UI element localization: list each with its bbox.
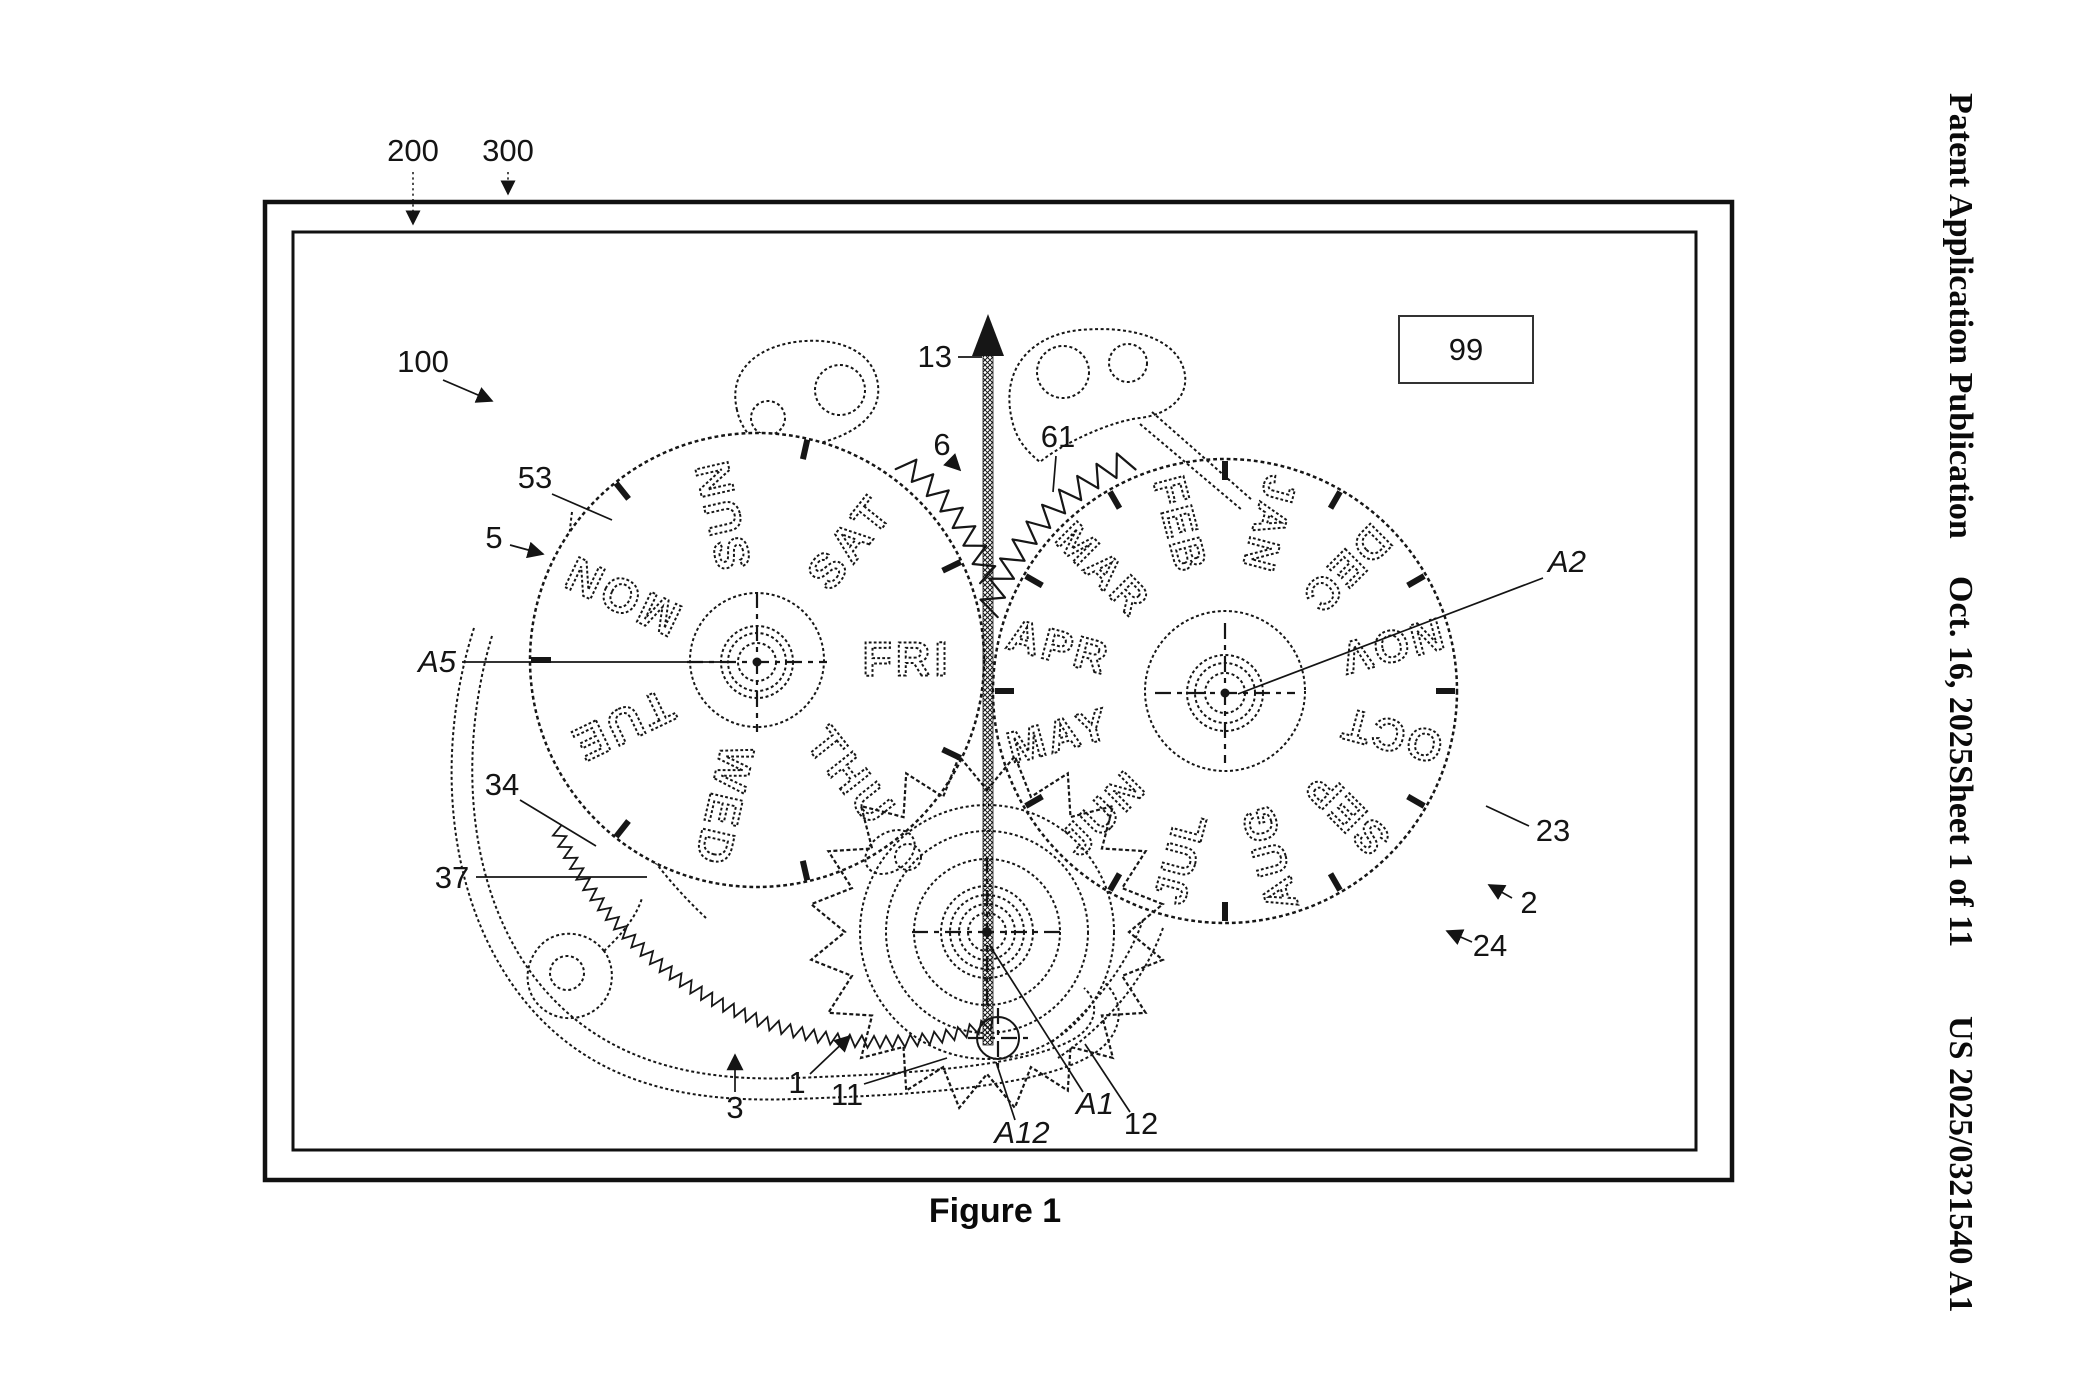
month-disc: JAN FEB MAR APR MAY JUN JUL AUG SEP OCT … (993, 459, 1457, 923)
ref-label-200: 200 (387, 133, 439, 168)
header-doc-number: US 2025/0321540 A1 (1942, 1016, 1979, 1313)
ref-label-100: 100 (397, 344, 449, 379)
publication-header: Patent Application Publication Oct. 16, … (1942, 93, 1979, 1313)
ref-label-99: 99 (1449, 332, 1483, 367)
ref-label-a12: A12 (992, 1115, 1049, 1150)
ref-label-53: 53 (518, 460, 552, 495)
ref-label-2: 2 (1520, 885, 1537, 920)
ref-label-11: 11 (831, 1077, 863, 1112)
ref-label-a1: A1 (1074, 1086, 1114, 1121)
ref-label-13: 13 (918, 339, 952, 374)
header-date: Oct. 16, 2025 (1942, 576, 1979, 765)
ref-label-6: 6 (933, 427, 950, 462)
ref-label-5: 5 (485, 520, 502, 555)
header-sheet: Sheet 1 of 11 (1942, 765, 1979, 947)
ref-label-34: 34 (485, 767, 519, 802)
ref-label-a5: A5 (416, 644, 457, 679)
ref-label-a2: A2 (1546, 544, 1586, 579)
figure-caption: Figure 1 (929, 1192, 1061, 1230)
ref-label-3: 3 (726, 1090, 743, 1125)
ref-label-24: 24 (1473, 928, 1507, 963)
ref-label-61: 61 (1041, 419, 1075, 454)
ref-label-300: 300 (482, 133, 534, 168)
ref-label-1: 1 (788, 1065, 805, 1100)
ref-label-23: 23 (1536, 813, 1570, 848)
day-label-fri: FRI (862, 634, 951, 687)
ref-label-37: 37 (435, 860, 469, 895)
day-disc: FRI SAT SUN MON TUE WED THU (530, 433, 984, 887)
header-publication: Patent Application Publication (1942, 93, 1979, 539)
